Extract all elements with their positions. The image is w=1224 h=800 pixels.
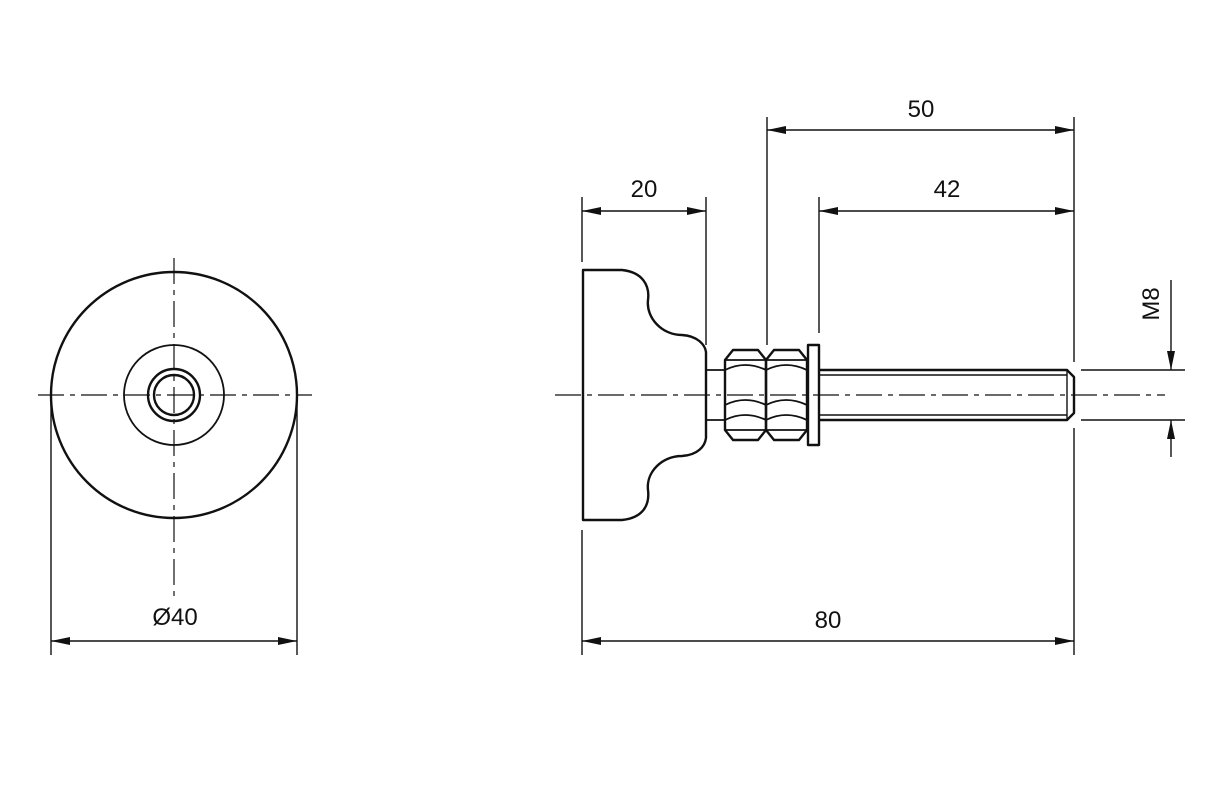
hex-nut-2-lower-arc <box>765 414 808 421</box>
dim80-label: 80 <box>815 607 842 634</box>
dim50-label: 50 <box>908 96 935 123</box>
dim20-arrow-right <box>687 207 706 215</box>
dim42-arrow-left <box>819 207 838 215</box>
hex-nut-1 <box>723 348 768 442</box>
dim42-arrow-right <box>1055 207 1074 215</box>
dim80-arrow-left <box>582 637 601 645</box>
dim50-arrow-left <box>767 126 786 134</box>
dia-label: Ø40 <box>152 604 197 631</box>
dia-arrow-left <box>51 637 70 645</box>
hex-nut-2-mid-line <box>765 399 808 406</box>
hex-nut-1-upper-arc <box>724 364 767 371</box>
m8-label: M8 <box>1138 287 1165 320</box>
hex-nut-1-lower-arc <box>724 414 767 421</box>
side-view: 20 50 42 80 M8 <box>555 96 1185 655</box>
knob-profile <box>581 268 708 522</box>
hex-nut-2-upper-arc <box>765 364 808 371</box>
bore-inner-circle <box>152 373 196 417</box>
m8-arrow-bottom <box>1167 420 1175 439</box>
hex-nut-1-mid-line <box>724 399 767 406</box>
dia-arrow-right <box>278 637 297 645</box>
hex-nut-2 <box>764 348 809 442</box>
front-view: Ø40 <box>38 258 312 655</box>
dim20-arrow-left <box>582 207 601 215</box>
m8-arrow-top <box>1167 351 1175 370</box>
dim50-arrow-right <box>1055 126 1074 134</box>
dim80-arrow-right <box>1055 637 1074 645</box>
dim42-label: 42 <box>934 176 961 203</box>
dim20-label: 20 <box>631 176 658 203</box>
